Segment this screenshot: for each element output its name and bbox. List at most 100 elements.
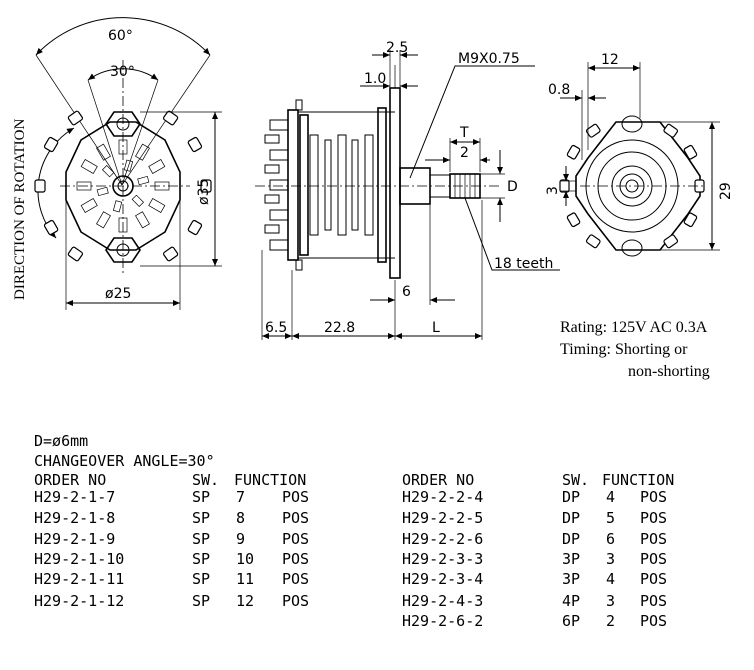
sw-type: 4P [562,592,580,610]
position-count: 4 [606,570,615,588]
position-count: 4 [606,488,615,506]
order-no: H29-2-1-11 [34,570,124,588]
position-count: 7 [236,488,245,506]
side-terminals [264,119,289,251]
shaft-note: D=ø6mm [34,432,88,450]
pos-label: POS [282,592,309,610]
dim-3-label: 3 [545,186,561,195]
dim-d-label: D [507,179,518,195]
timing-line-2: non-shorting [628,363,710,380]
top-mount-hex [105,111,141,137]
order-no: H29-2-1-9 [34,530,115,548]
table-header-function: FUNCTION [234,471,306,489]
order-table-right: ORDER NO SW. FUNCTION H29-2-2-4 DP 4 POS… [402,471,674,630]
front-view: 60° 30° [12,17,222,310]
dim-2-5-label: 2.5 [386,40,408,56]
position-count: 3 [606,550,615,568]
order-no: H29-2-1-7 [34,488,115,506]
dim-l-label: L [432,320,440,336]
rating-line: Rating: 125V AC 0.3A [560,319,708,336]
dim-29-label: 29 [718,182,734,200]
table-header-function: FUNCTION [602,471,674,489]
dia-35-label: ø35 [196,179,212,205]
pos-label: POS [282,570,309,588]
rear-view: 12 0.8 3 29 [545,52,734,257]
position-count: 11 [236,570,254,588]
angle-30-label: 30° [110,64,135,80]
sw-type: 3P [562,550,580,568]
table-row: H29-2-1-12 SP 12 POS [34,592,309,610]
dim-6-5-label: 6.5 [265,320,287,336]
thread-leader [409,65,535,179]
pos-label: POS [640,550,667,568]
sw-type: SP [192,592,210,610]
pos-label: POS [640,570,667,588]
position-count: 8 [236,509,245,527]
table-header-sw: SW. [562,471,589,489]
table-row: H29-2-1-11 SP 11 POS [34,570,309,588]
position-count: 3 [606,592,615,610]
table-row: H29-2-1-8 SP 8 POS [34,509,309,527]
pos-label: POS [282,488,309,506]
pos-label: POS [640,488,667,506]
table-header-sw: SW. [192,471,219,489]
table-row: H29-2-2-5 DP 5 POS [402,509,667,527]
wafer-outline [65,121,181,251]
bottom-mount-hex [105,237,141,263]
order-table-left: ORDER NO SW. FUNCTION H29-2-1-7 SP 7 POS… [34,471,309,610]
sw-type: DP [562,509,580,527]
table-header-order: ORDER NO [34,471,106,489]
table-row: H29-2-1-7 SP 7 POS [34,488,309,506]
order-no: H29-2-2-6 [402,530,483,548]
position-count: 5 [606,509,615,527]
pos-label: POS [282,550,309,568]
side-view: 2.5 1.0 M9X0.75 T 2 D 18 teeth 6 [255,40,560,340]
sw-type: SP [192,530,210,548]
direction-of-rotation-label: DIRECTION OF ROTATION [12,119,28,300]
order-no: H29-2-3-4 [402,570,483,588]
dim-2-label: 2 [460,145,469,161]
order-no: H29-2-2-4 [402,488,483,506]
teeth-leader [464,197,560,271]
sw-type: DP [562,488,580,506]
sw-type: SP [192,509,210,527]
pos-label: POS [640,592,667,610]
order-no: H29-2-2-5 [402,509,483,527]
pos-label: POS [640,530,667,548]
dim-22-8-label: 22.8 [324,320,355,336]
order-no: H29-2-1-8 [34,509,115,527]
dim-6-label: 6 [402,284,411,300]
timing-line: Timing: Shorting or [560,341,688,358]
pos-label: POS [282,509,309,527]
sw-type: SP [192,488,210,506]
table-header-order: ORDER NO [402,471,474,489]
spec-notes: D=ø6mm CHANGEOVER ANGLE=30° [34,432,215,470]
order-no: H29-2-4-3 [402,592,483,610]
position-count: 9 [236,530,245,548]
rating-block: Rating: 125V AC 0.3A Timing: Shorting or… [560,319,710,380]
changeover-note: CHANGEOVER ANGLE=30° [34,452,215,470]
pos-label: POS [282,530,309,548]
angle-60-arc [35,17,211,56]
sw-type: SP [192,550,210,568]
dim-1-0-label: 1.0 [364,71,386,87]
table-row: H29-2-1-10 SP 10 POS [34,550,309,568]
pos-label: POS [640,612,667,630]
sw-type: 3P [562,570,580,588]
angle-60-label: 60° [108,28,133,44]
dim-t-label: T [459,125,469,141]
rear-top-boss [621,115,643,133]
teeth-label: 18 teeth [494,256,553,272]
sw-type: SP [192,570,210,588]
position-count: 10 [236,550,254,568]
order-no: H29-2-3-3 [402,550,483,568]
position-count: 6 [606,530,615,548]
order-no: H29-2-1-10 [34,550,124,568]
terminals [34,110,212,262]
table-row: H29-2-2-6 DP 6 POS [402,530,667,548]
front-plate [389,87,401,279]
table-row: H29-2-3-3 3P 3 POS [402,550,667,568]
dia-25-label: ø25 [105,286,131,302]
thread-label: M9X0.75 [458,51,520,67]
